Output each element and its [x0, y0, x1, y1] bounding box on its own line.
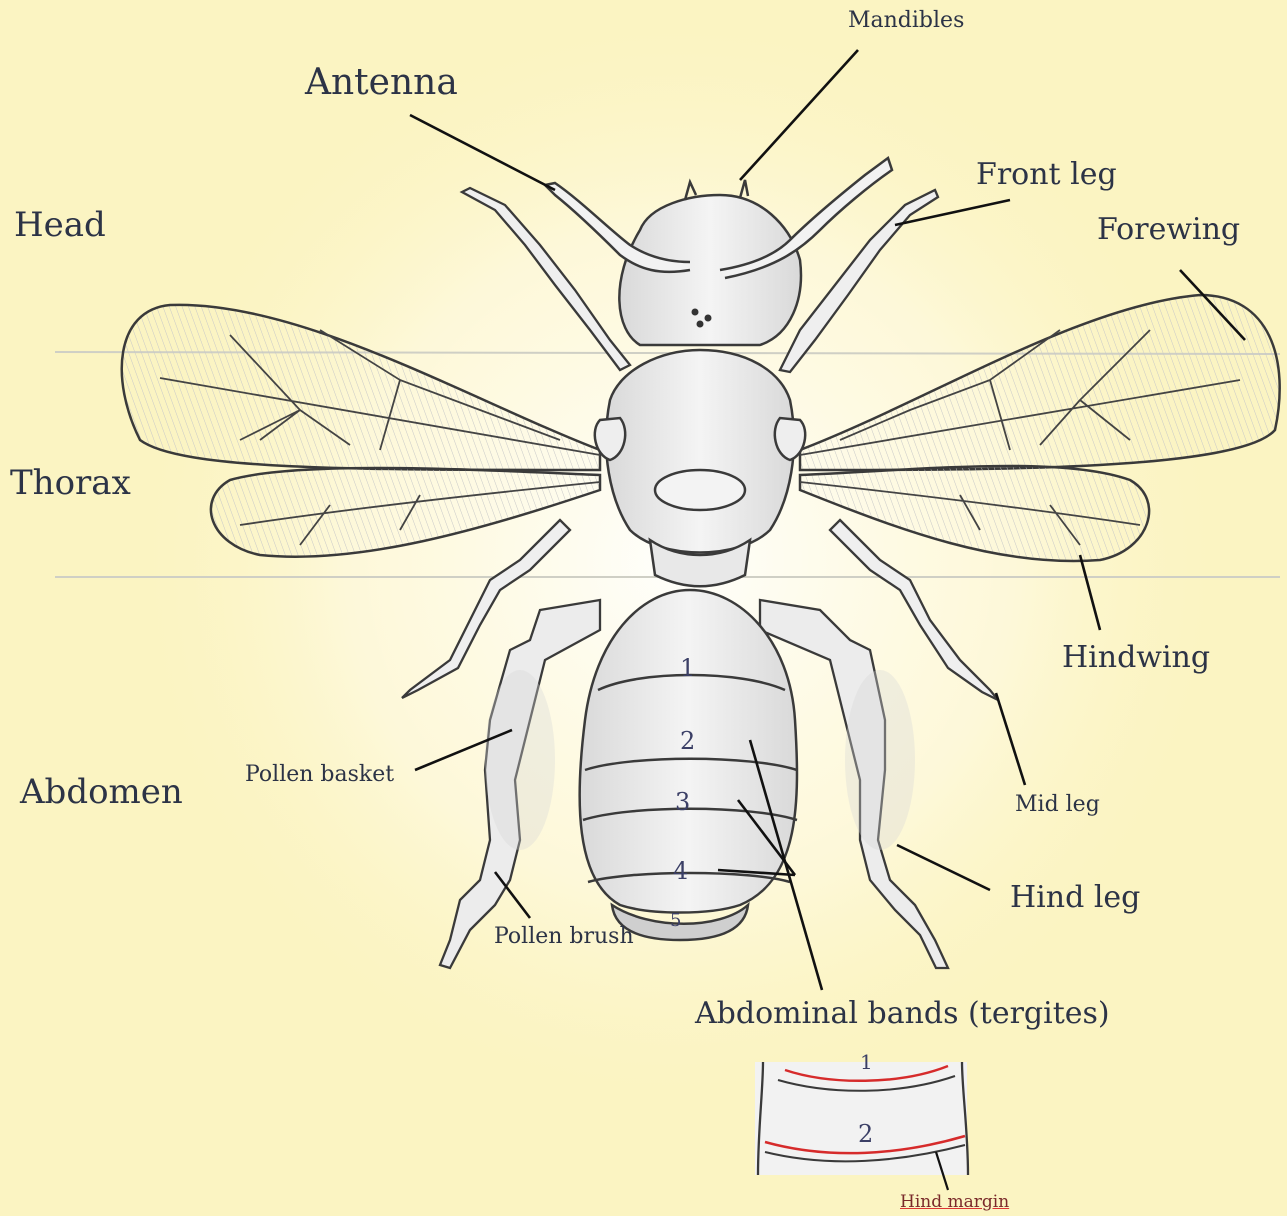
tergite-number-3: 3: [675, 788, 690, 816]
antenna-label: Antenna: [305, 62, 458, 103]
tergite-number-1: 1: [680, 654, 695, 682]
hindwing-label: Hindwing: [1062, 640, 1210, 675]
abdomen-region-label: Abdomen: [20, 772, 183, 812]
thorax-region-label: Thorax: [10, 463, 131, 503]
tergite-number-2: 2: [680, 727, 695, 755]
forewing-label: Forewing: [1097, 212, 1240, 247]
inset-number-2: 2: [858, 1120, 873, 1148]
hind-margin-label: Hind margin: [900, 1192, 1009, 1212]
mandibles-label: Mandibles: [848, 8, 964, 33]
pollen-basket-label: Pollen basket: [245, 762, 394, 787]
head-region-label: Head: [14, 205, 106, 245]
mid-leg-label: Mid leg: [1015, 792, 1100, 817]
abdominal-bands-label: Abdominal bands (tergites): [695, 996, 1110, 1031]
tergite-number-5: 5: [670, 910, 681, 931]
pollen-brush-label: Pollen brush: [494, 924, 634, 949]
front-leg-label: Front leg: [976, 157, 1117, 192]
inset-number-1: 1: [860, 1050, 873, 1074]
hind-leg-label: Hind leg: [1010, 880, 1140, 915]
abdomen: [580, 590, 797, 940]
tergite-number-4: 4: [673, 857, 688, 885]
